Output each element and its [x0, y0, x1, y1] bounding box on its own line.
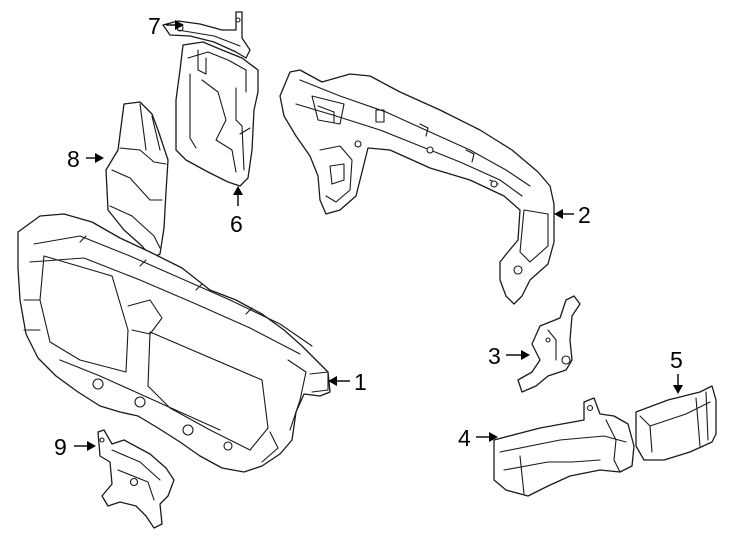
callout-1: 1 [328, 369, 367, 395]
callout-5: 5 [670, 347, 683, 394]
part-9-lower-bracket [97, 429, 175, 529]
part-8-side-deflector [105, 101, 169, 259]
callout-4: 4 [458, 425, 498, 451]
callout-label-4: 4 [458, 425, 471, 451]
callout-6: 6 [230, 186, 243, 237]
part-4-lower-air-duct [493, 397, 635, 497]
callout-3: 3 [488, 343, 530, 369]
callout-label-6: 6 [230, 211, 243, 237]
callout-8: 8 [67, 146, 104, 172]
part-7-bracket [162, 11, 251, 59]
callout-label-9: 9 [54, 434, 67, 460]
callout-label-8: 8 [67, 146, 80, 172]
callout-label-7: 7 [148, 13, 161, 39]
callout-7: 7 [148, 13, 184, 39]
callout-label-3: 3 [488, 343, 501, 369]
callout-label-5: 5 [670, 347, 683, 373]
part-5-duct-end [635, 385, 717, 461]
part-1-front-end-carrier [17, 213, 331, 473]
callout-label-2: 2 [578, 202, 591, 228]
part-6-air-guide [175, 41, 259, 187]
part-2-upper-tie-bar [279, 69, 555, 305]
callout-9: 9 [54, 434, 96, 460]
callout-2: 2 [554, 202, 591, 228]
part-3-bracket [517, 295, 581, 393]
callout-label-1: 1 [354, 369, 367, 395]
